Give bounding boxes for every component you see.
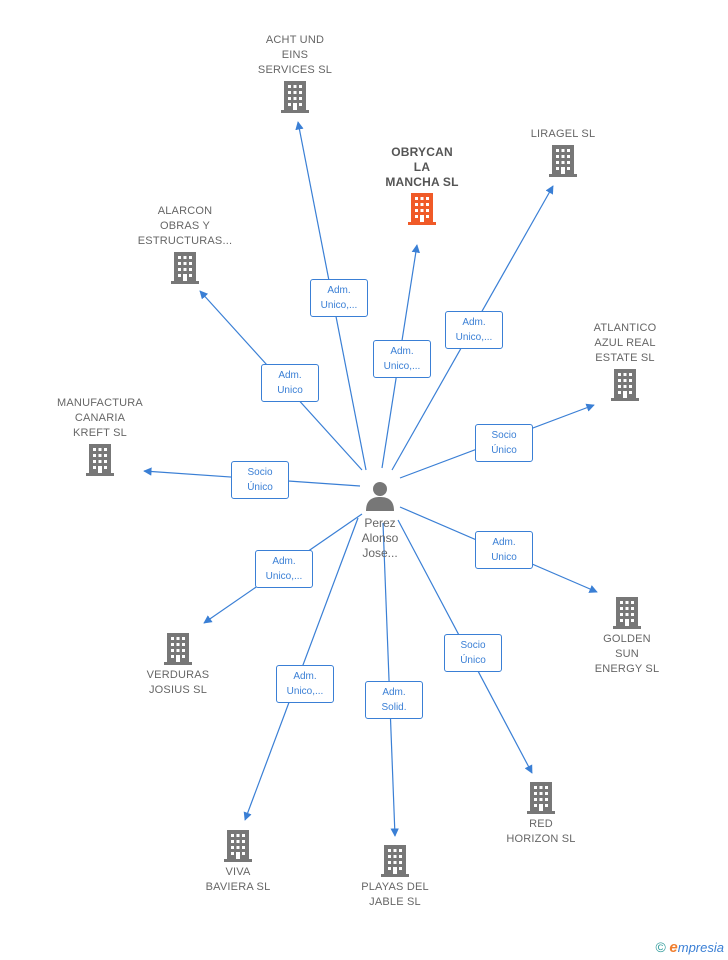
- edge-label-viva[interactable]: Adm. Unico,...: [276, 665, 334, 703]
- building-icon: [613, 597, 641, 629]
- company-label: ALARCON OBRAS Y ESTRUCTURAS...: [137, 205, 233, 247]
- edge-label-red[interactable]: Socio Único: [444, 634, 502, 672]
- edge-label-verduras[interactable]: Adm. Unico,...: [255, 550, 313, 588]
- company-label: GOLDEN SUN ENERGY SL: [594, 633, 660, 675]
- company-label: ACHT UND EINS SERVICES SL: [257, 34, 333, 76]
- company-red[interactable]: RED HORIZON SL: [476, 779, 606, 847]
- company-label: LIRAGEL SL: [530, 128, 596, 140]
- company-alarcon[interactable]: ALARCON OBRAS Y ESTRUCTURAS...: [120, 204, 250, 287]
- building-icon: [281, 81, 309, 113]
- building-icon: [549, 145, 577, 177]
- edge-label-playas[interactable]: Adm. Solid.: [365, 681, 423, 719]
- edge-label-liragel[interactable]: Adm. Unico,...: [445, 311, 503, 349]
- footer-brand[interactable]: © empresia: [655, 939, 724, 956]
- copyright-symbol: ©: [655, 939, 666, 955]
- brand-initial: e: [669, 939, 678, 956]
- company-playas[interactable]: PLAYAS DEL JABLE SL: [330, 842, 460, 910]
- building-icon: [527, 782, 555, 814]
- edge-label-golden[interactable]: Adm. Unico: [475, 531, 533, 569]
- company-atlantico[interactable]: ATLANTICO AZUL REAL ESTATE SL: [560, 321, 690, 404]
- company-manufactura[interactable]: MANUFACTURA CANARIA KREFT SL: [35, 396, 165, 479]
- building-icon: [408, 193, 436, 225]
- building-icon: [381, 845, 409, 877]
- brand-logo: empresia: [669, 939, 724, 956]
- edge-label-manufactura[interactable]: Socio Único: [231, 461, 289, 499]
- person-node[interactable]: Perez Alonso Jose...: [345, 480, 415, 561]
- company-golden[interactable]: GOLDEN SUN ENERGY SL: [562, 594, 692, 677]
- person-icon: [366, 482, 394, 511]
- building-icon: [164, 633, 192, 665]
- company-acht[interactable]: ACHT UND EINS SERVICES SL: [230, 33, 360, 116]
- person-label: Perez Alonso Jose...: [361, 516, 399, 560]
- company-label: ATLANTICO AZUL REAL ESTATE SL: [593, 322, 657, 364]
- building-icon: [611, 369, 639, 401]
- edge-line-playas: [382, 522, 399, 837]
- company-label: OBRYCAN LA MANCHA SL: [385, 145, 459, 189]
- company-label: VERDURAS JOSIUS SL: [146, 669, 210, 696]
- building-icon: [171, 252, 199, 284]
- edge-label-atlantico[interactable]: Socio Único: [475, 424, 533, 462]
- edge-label-alarcon[interactable]: Adm. Unico: [261, 364, 319, 402]
- building-icon: [86, 444, 114, 476]
- brand-rest: mpresia: [677, 940, 724, 955]
- company-label: VIVA BAVIERA SL: [205, 866, 271, 893]
- edge-label-obrycan[interactable]: Adm. Unico,...: [373, 340, 431, 378]
- company-verduras[interactable]: VERDURAS JOSIUS SL: [113, 630, 243, 698]
- company-label: PLAYAS DEL JABLE SL: [361, 881, 429, 908]
- company-liragel[interactable]: LIRAGEL SL: [498, 127, 628, 180]
- building-icon: [224, 830, 252, 862]
- edge-label-acht[interactable]: Adm. Unico,...: [310, 279, 368, 317]
- company-label: MANUFACTURA CANARIA KREFT SL: [57, 397, 143, 439]
- company-viva[interactable]: VIVA BAVIERA SL: [173, 827, 303, 895]
- company-obrycan[interactable]: OBRYCAN LA MANCHA SL: [357, 145, 487, 228]
- company-label: RED HORIZON SL: [506, 818, 576, 845]
